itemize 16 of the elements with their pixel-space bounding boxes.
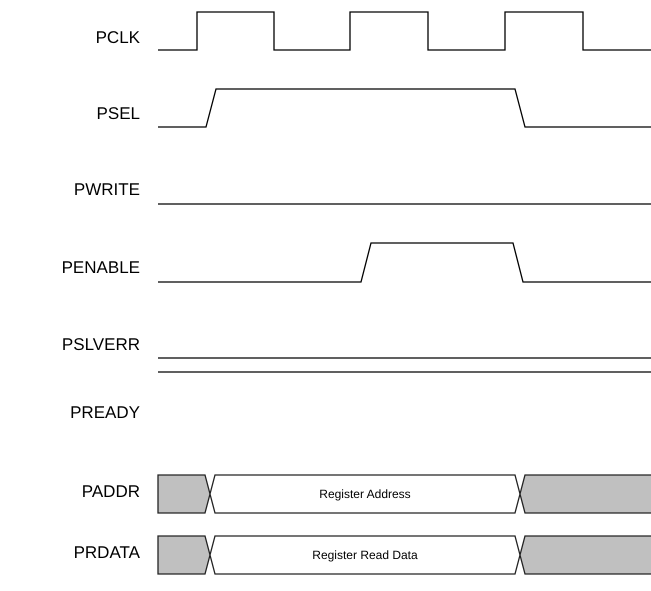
signal-name: PENABLE [62,258,140,278]
bus-value-segment [210,536,520,574]
undefined-bus-segment [520,475,651,513]
signal-name: PREADY [70,403,140,423]
signal-name: PADDR [82,482,140,502]
signal-name: PCLK [96,28,140,48]
bus-value: Register Address [318,487,412,501]
undefined-bus-segment [158,536,210,574]
bus-value-segment [210,475,520,513]
signal-name: PSLVERR [62,335,140,355]
undefined-bus-segment [520,536,651,574]
bus-value: Register Read Data [311,548,419,562]
signal-name: PRDATA [74,543,140,563]
undefined-bus-segment [158,475,210,513]
signal-name: PWRITE [74,180,140,200]
signal-name: PSEL [96,104,140,124]
